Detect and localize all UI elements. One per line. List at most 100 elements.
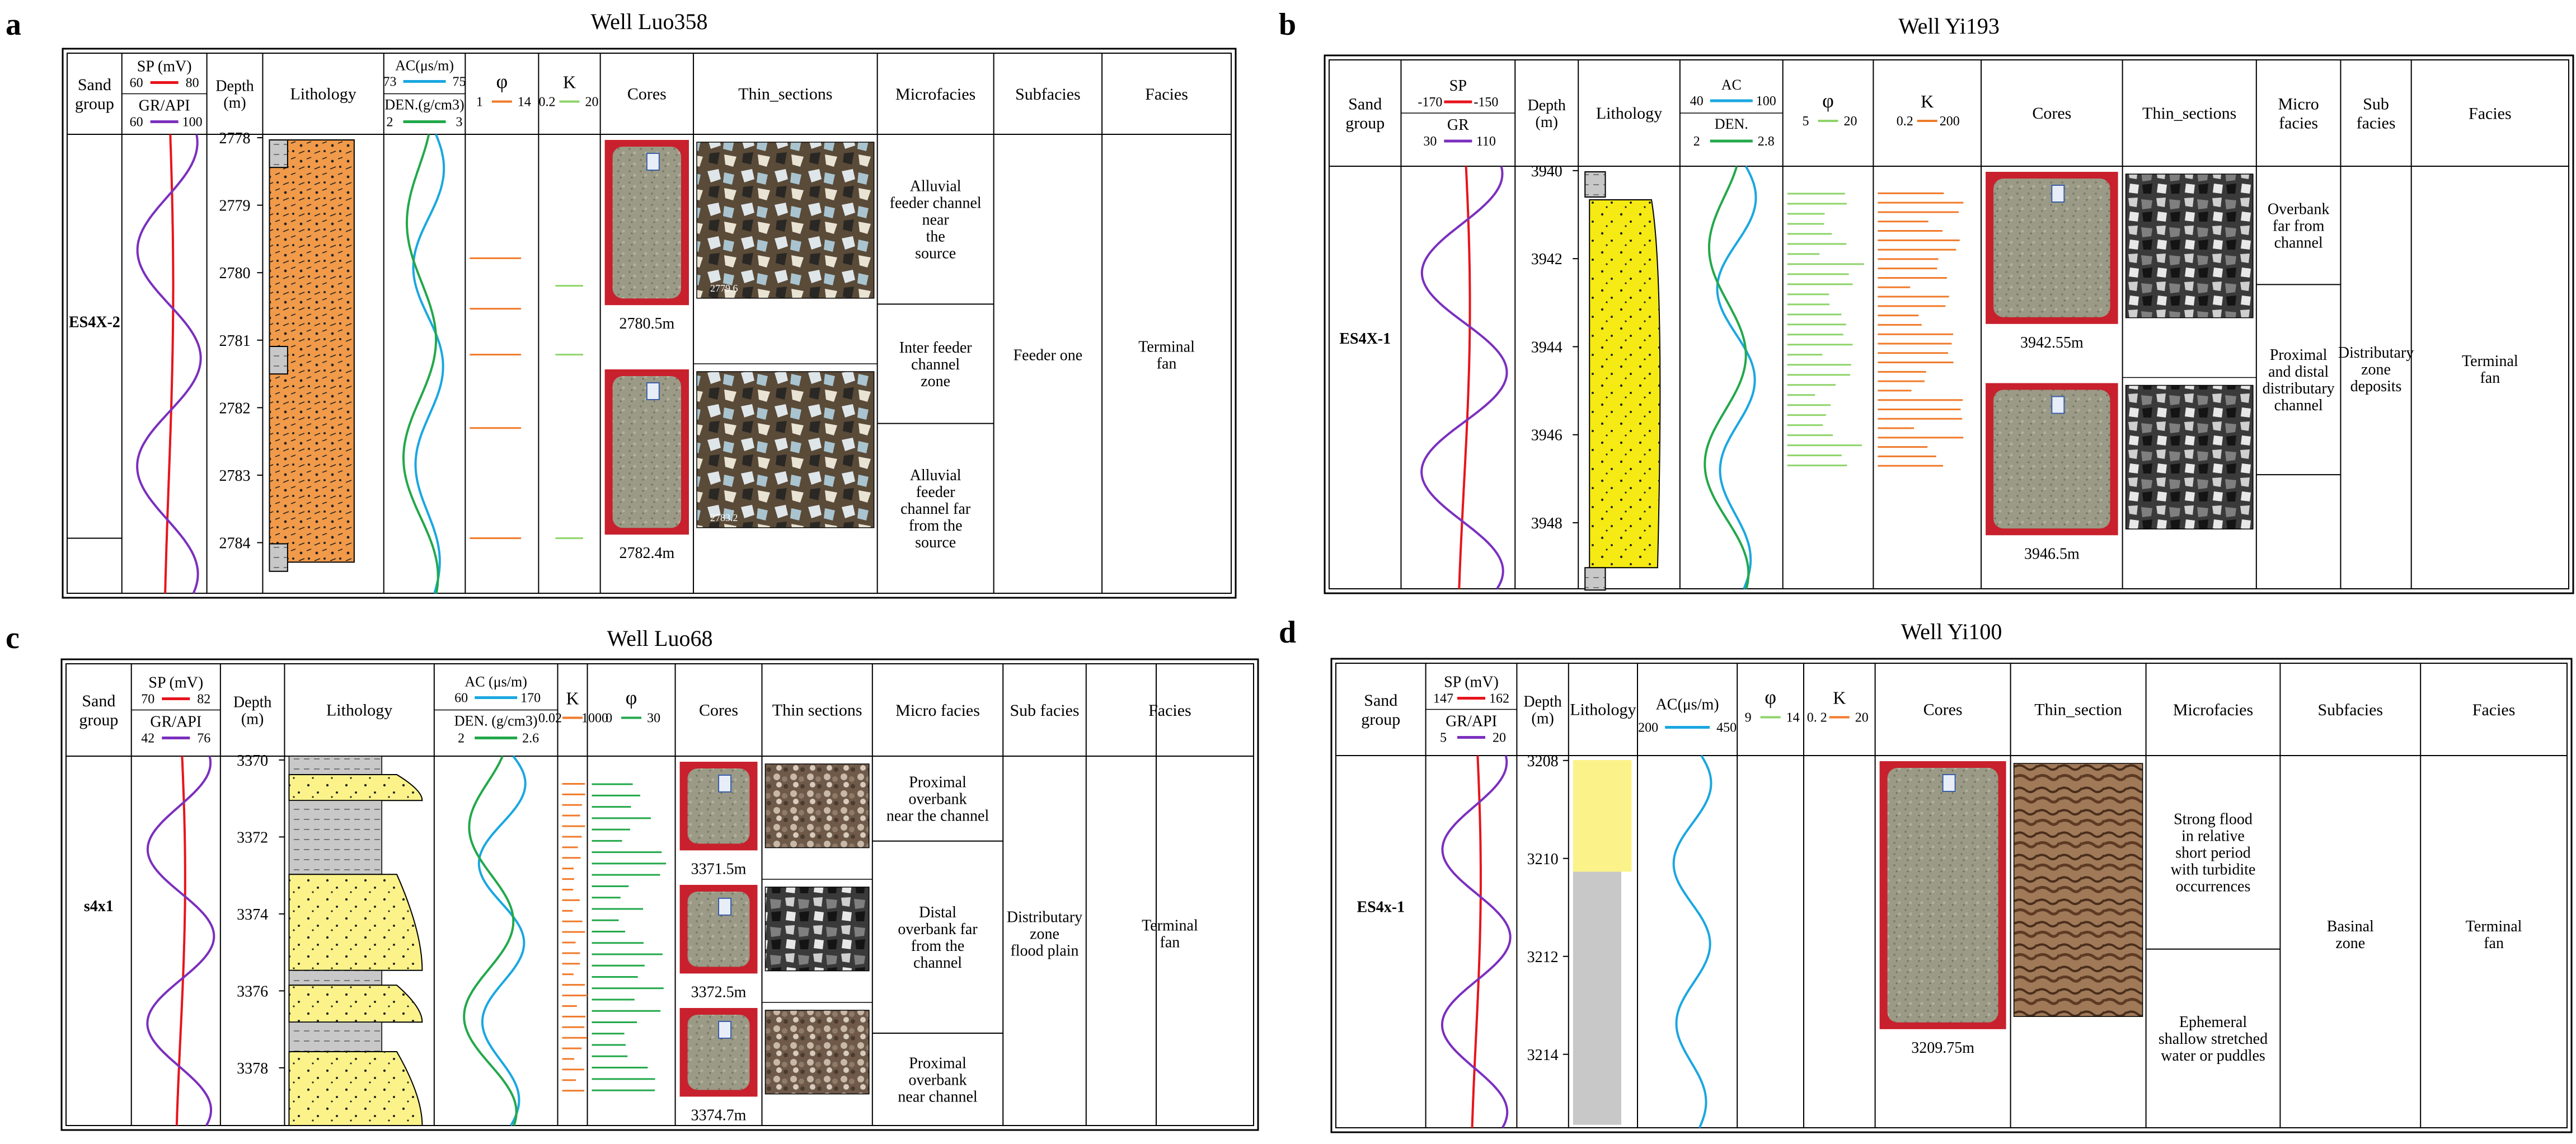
header-ac-min: 40 — [1690, 94, 1704, 109]
lithology-column — [1573, 760, 1632, 1125]
header-gr-max: 100 — [182, 115, 203, 130]
header-lithology: Lithology — [290, 85, 356, 104]
depth-tick-label: 3370 — [237, 752, 268, 770]
panel-title: Well Yi193 — [1898, 13, 2000, 39]
header-den-min: 2 — [387, 115, 393, 130]
header-k: K — [563, 72, 576, 92]
header-k-min: 0.2 — [539, 95, 556, 110]
microfacies-text: source — [915, 245, 956, 262]
microfacies-text: and distal — [2268, 363, 2329, 381]
depth-tick-label: 2783 — [219, 467, 251, 485]
depth-tick-label: 3372 — [237, 829, 268, 846]
core-sample — [612, 376, 682, 528]
subfacies-text: zone — [2335, 935, 2365, 952]
header-ac-max: 450 — [1716, 721, 1737, 735]
header-gr-min: 30 — [1423, 134, 1437, 149]
facies-text: fan — [2484, 935, 2504, 952]
header-den-min: 2 — [458, 732, 464, 746]
header-sand-group: Sand — [78, 76, 111, 94]
header-ac: AC — [1721, 77, 1742, 93]
header-ac-min: 73 — [383, 75, 397, 90]
k-bars — [1878, 192, 1964, 467]
depth-tick-label: 3940 — [1531, 163, 1563, 180]
header-sp-max: 80 — [186, 76, 199, 91]
header-sand-group: group — [75, 95, 114, 113]
phi-bars — [592, 783, 667, 1091]
thin-section-image — [2125, 385, 2254, 529]
sp-curve — [1471, 755, 1482, 1128]
lithology-pattern — [289, 874, 423, 970]
k-bars — [562, 782, 588, 1092]
microfacies-text: near the channel — [886, 808, 989, 825]
header-gr-min: 5 — [1440, 731, 1447, 746]
core-tag — [1942, 774, 1956, 792]
core-tag — [646, 153, 660, 171]
core-photo — [1986, 383, 2118, 536]
header-gr-min: 42 — [141, 732, 154, 746]
microfacies-text: overbank — [908, 791, 966, 808]
thin-section-label: 2783.2 — [710, 512, 738, 523]
header-microfacies: Micro — [2278, 95, 2319, 114]
header-phi-min: 1 — [476, 95, 483, 110]
core-photo — [604, 369, 689, 535]
header-k-max: 200 — [1940, 114, 1960, 129]
header-ac: AC (μs/m) — [464, 674, 527, 690]
header-sand-group: group — [79, 711, 118, 729]
header-gr: GR/API — [150, 714, 201, 731]
panel-inner-frame — [65, 663, 1254, 1126]
sand-group-value: ES4X-2 — [69, 313, 120, 331]
header-sp: SP (mV) — [137, 58, 192, 76]
header-subfacies: Sub — [2363, 95, 2389, 114]
header-k-max: 1000 — [581, 711, 608, 726]
header-facies: Facies — [2469, 105, 2512, 123]
header-ac-max: 170 — [520, 691, 541, 706]
lithology-mudstone — [1584, 567, 1606, 591]
header-facies: Facies — [2472, 701, 2516, 719]
gr-curve — [146, 756, 215, 1126]
facies-text: fan — [2480, 369, 2500, 387]
header-k-min: 0.02 — [538, 711, 562, 726]
thin-section-image — [696, 142, 875, 299]
depth-tick-label: 2782 — [219, 400, 251, 417]
header-thin-sections: Thin_section — [2034, 701, 2122, 719]
header-phi-max: 14 — [518, 95, 531, 110]
thin-section-label: 2779.6 — [710, 283, 738, 294]
depth-tick-label: 2779 — [219, 198, 251, 215]
header-facies: Facies — [1145, 85, 1188, 104]
microfacies-text: Alluvial — [910, 467, 961, 484]
header-thin-sections: Thin_sections — [2142, 104, 2236, 123]
header-cores: Cores — [627, 85, 667, 104]
header-gr-max: 110 — [1476, 134, 1496, 149]
ac-curve — [1672, 754, 1712, 1128]
header-den-min: 2 — [1693, 134, 1700, 149]
sand-group-value: ES4X-1 — [1339, 330, 1391, 348]
header-depth: Depth — [1523, 693, 1561, 710]
core-depth-label: 2782.4m — [619, 545, 674, 562]
core-tag — [2051, 185, 2065, 203]
microfacies-text: Ephemeral — [2179, 1014, 2247, 1031]
header-sand-group: group — [1361, 710, 1400, 729]
header-depth: Depth — [215, 77, 254, 95]
panel-letter: d — [1279, 615, 1296, 650]
depth-tick-label: 2781 — [219, 332, 251, 350]
depth-tick-label: 3948 — [1531, 515, 1563, 532]
microfacies-text: feeder — [916, 484, 956, 501]
header-phi: φ — [1765, 686, 1776, 709]
microfacies-text: channel — [2274, 235, 2323, 252]
header-subfacies: Subfacies — [2317, 701, 2383, 719]
subfacies-text: Basinal — [2327, 918, 2374, 935]
facies-text: fan — [1160, 934, 1180, 951]
facies-text: Terminal — [1138, 338, 1195, 355]
den-curve — [463, 756, 518, 1126]
header-microfacies: Microfacies — [895, 85, 975, 104]
thin-section-image — [764, 763, 870, 848]
depth-tick-label: 3208 — [1527, 753, 1559, 770]
gr-curve — [1420, 166, 1508, 590]
core-depth-label: 3942.55m — [2020, 334, 2084, 351]
sp-curve — [175, 756, 186, 1126]
core-sample — [1993, 179, 2110, 317]
header-sp-min: 70 — [141, 692, 154, 707]
microfacies-text: from the — [911, 937, 965, 955]
microfacies-text: overbank — [908, 1071, 966, 1089]
header-microfacies: Micro facies — [895, 701, 980, 720]
